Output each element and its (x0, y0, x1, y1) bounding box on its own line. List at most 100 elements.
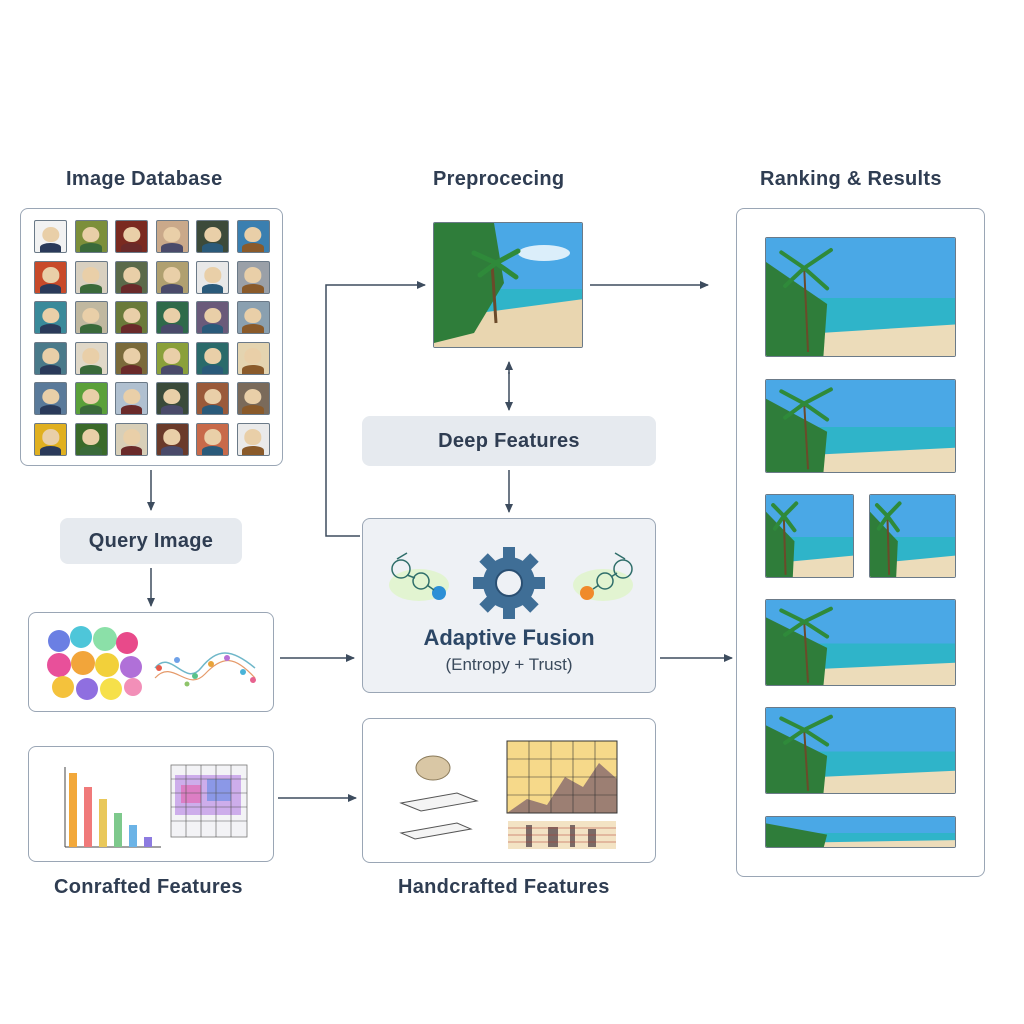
database-thumbnail[interactable] (34, 260, 67, 294)
result-thumbnail[interactable] (765, 707, 956, 794)
adaptive-fusion-panel[interactable]: Adaptive Fusion (Entropy + Trust) (362, 518, 656, 693)
portrait-face (163, 226, 181, 243)
database-thumbnail[interactable] (236, 422, 270, 456)
texture-sample-icon (415, 755, 451, 781)
portrait-face (244, 267, 262, 283)
texture-heatmap (506, 740, 618, 814)
result-thumbnail[interactable] (765, 494, 854, 578)
database-thumbnail[interactable] (236, 220, 270, 253)
beach-scene (766, 600, 955, 685)
portrait-face (163, 388, 181, 405)
portrait-shoulders (80, 243, 102, 252)
handcrafted-features-panel (362, 718, 656, 863)
database-thumbnail[interactable] (115, 382, 148, 415)
portrait-shoulders (80, 283, 102, 293)
preprocessed-image[interactable] (433, 222, 583, 348)
portrait-shoulders (161, 364, 183, 374)
database-thumbnail[interactable] (196, 341, 229, 375)
database-thumbnail[interactable] (74, 422, 108, 456)
portrait-face (244, 429, 262, 445)
database-thumbnail[interactable] (236, 382, 270, 415)
portrait-face (203, 388, 222, 405)
portrait-shoulders (242, 324, 264, 333)
crafted-features-title: Conrafted Features (54, 876, 243, 898)
portrait-shoulders (161, 243, 183, 252)
result-thumbnail[interactable] (869, 494, 956, 578)
portrait-shoulders (80, 445, 102, 455)
database-thumbnail[interactable] (236, 341, 270, 375)
arrow-to-preprocessing (325, 281, 426, 537)
adaptive-fusion-title: Adaptive Fusion (423, 625, 595, 650)
database-thumbnail[interactable] (34, 382, 67, 415)
color-histogram-blobs (47, 626, 142, 700)
result-thumbnail[interactable] (765, 379, 956, 473)
query-image-label[interactable]: Query Image (60, 518, 242, 564)
portrait-shoulders (161, 324, 183, 333)
portrait-shoulders (80, 364, 102, 374)
handcrafted-features-title: Handcrafted Features (398, 876, 610, 898)
feature-grid-map (170, 764, 248, 838)
portrait-shoulders (39, 405, 62, 414)
database-thumbnail[interactable] (34, 341, 67, 375)
database-thumbnail[interactable] (34, 220, 67, 253)
molecule-icon (573, 552, 633, 601)
database-thumbnail[interactable] (74, 301, 108, 334)
database-thumbnail[interactable] (74, 220, 108, 253)
portrait-shoulders (120, 243, 143, 252)
database-thumbnail[interactable] (155, 260, 189, 294)
database-thumbnail[interactable] (115, 341, 148, 375)
database-thumbnail[interactable] (155, 422, 189, 456)
result-thumbnail[interactable] (765, 816, 956, 848)
portrait-face (244, 388, 262, 405)
portrait-face (82, 348, 100, 364)
portrait-face (82, 267, 100, 283)
portrait-face (163, 429, 181, 445)
portrait-face (122, 307, 141, 324)
result-thumbnail[interactable] (765, 599, 956, 686)
database-thumbnail[interactable] (115, 260, 148, 294)
database-thumbnail[interactable] (236, 301, 270, 334)
database-thumbnail[interactable] (155, 301, 189, 334)
database-thumbnail[interactable] (34, 301, 67, 334)
database-thumbnail[interactable] (155, 220, 189, 253)
database-thumbnail[interactable] (155, 341, 189, 375)
database-thumbnail[interactable] (196, 301, 229, 334)
portrait-face (244, 226, 262, 243)
portrait-shoulders (201, 364, 224, 374)
deep-features-label[interactable]: Deep Features (362, 416, 656, 466)
portrait-face (41, 429, 60, 445)
image-database-title: Image Database (66, 168, 223, 190)
portrait-shoulders (242, 445, 264, 455)
color-feature-panel (28, 612, 274, 712)
database-thumbnail[interactable] (115, 220, 148, 253)
database-thumbnail[interactable] (236, 260, 270, 294)
portrait-face (244, 348, 262, 364)
portrait-shoulders (161, 283, 183, 293)
database-thumbnail[interactable] (196, 220, 229, 253)
texture-strip (508, 821, 616, 849)
portrait-shoulders (242, 283, 264, 293)
portrait-face (41, 348, 60, 364)
database-thumbnail[interactable] (115, 301, 148, 334)
portrait-face (41, 388, 60, 405)
database-thumbnail[interactable] (155, 382, 189, 415)
portrait-face (163, 348, 181, 364)
database-thumbnail[interactable] (196, 422, 229, 456)
database-thumbnail[interactable] (74, 382, 108, 415)
database-thumbnail[interactable] (74, 341, 108, 375)
portrait-face (163, 307, 181, 324)
feature-graph (154, 652, 256, 687)
database-thumbnail[interactable] (196, 260, 229, 294)
image-database-panel (20, 208, 283, 466)
feature-histogram (64, 767, 161, 848)
portrait-face (82, 429, 100, 445)
portrait-shoulders (242, 405, 264, 414)
portrait-shoulders (120, 283, 143, 293)
database-thumbnail[interactable] (115, 422, 148, 456)
portrait-shoulders (161, 405, 183, 414)
result-thumbnail[interactable] (765, 237, 956, 357)
database-thumbnail[interactable] (74, 260, 108, 294)
database-thumbnail[interactable] (196, 382, 229, 415)
database-thumbnail[interactable] (34, 422, 67, 456)
portrait-shoulders (39, 324, 62, 333)
